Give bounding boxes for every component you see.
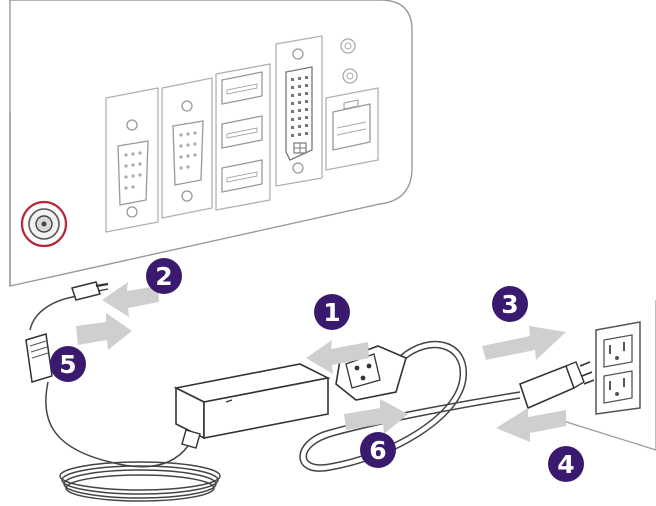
serial-port-1 — [105, 87, 159, 233]
lan-port — [325, 87, 379, 171]
arrow-6-remove — [344, 399, 408, 434]
arrow-1-insert — [306, 340, 369, 374]
ac-wall-plug — [519, 361, 595, 410]
arrow-5-remove — [76, 313, 132, 350]
arrow-3-plug-in — [482, 326, 566, 360]
step-badge-2: 2 — [146, 258, 182, 294]
step-badge-3: 3 — [492, 286, 528, 322]
step-number-3: 3 — [501, 290, 518, 319]
step-number-2: 2 — [155, 262, 172, 291]
dvi-port — [275, 35, 323, 187]
step-number-1: 1 — [323, 298, 340, 327]
arrow-4-unplug — [496, 408, 566, 442]
dc-plug — [71, 281, 109, 301]
step-badge-1: 1 — [314, 294, 350, 330]
step-badge-6: 6 — [360, 432, 396, 468]
step-number-5: 5 — [59, 350, 76, 379]
ferrite-core — [25, 333, 53, 383]
step-badge-5: 5 — [50, 346, 86, 382]
wall-outline — [559, 300, 656, 451]
step-number-6: 6 — [369, 436, 386, 465]
dc-cable — [29, 295, 221, 502]
step-number-4: 4 — [557, 450, 574, 479]
arrow-2-insert — [102, 282, 159, 317]
rear-panel — [9, 0, 413, 287]
dc-in-power-jack — [20, 200, 68, 248]
audio-jacks — [340, 38, 358, 84]
usb-port-2 — [221, 115, 263, 149]
usb-port-3 — [221, 159, 263, 193]
usb-port-1 — [221, 71, 263, 105]
step-badge-4: 4 — [548, 446, 584, 482]
power-adapter-brick — [173, 363, 331, 449]
rear-panel-outline — [9, 0, 413, 287]
wall-outlet — [559, 300, 656, 451]
serial-port-2 — [161, 77, 213, 219]
usb-ports — [215, 63, 271, 211]
